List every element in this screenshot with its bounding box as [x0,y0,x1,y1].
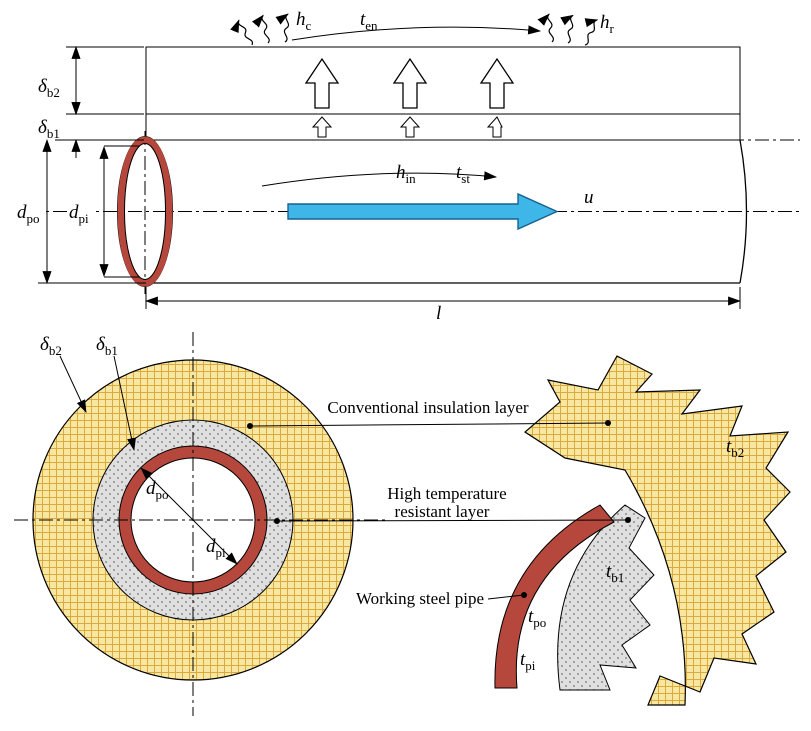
insulation-layer-side [145,46,741,115]
conventional-leader [249,422,609,427]
heat-arrow-icon [304,57,340,109]
radiation-wave-icon [537,13,554,43]
label-u: u [584,187,594,208]
leader-dot-icon [247,423,253,429]
high-temp-leader [276,519,629,522]
longitudinal-section: hc ten hr hin tst u [15,9,800,324]
label-t-en: ten [360,9,378,33]
resistant-layer-side [145,113,741,141]
legend-high-temp-line2: resistant layer [395,502,490,521]
label-delta-b2: δb2 [38,76,60,100]
label-d-pi: dpi [69,202,89,226]
label-t-pi: tpi [520,649,536,673]
radiation-wave-icon [251,14,270,44]
heat-arrow-small-icon [399,116,421,138]
diameter-arrow [140,467,238,565]
legend-high-temp-line1: High temperature [387,484,506,503]
internal-flow-arrow [261,171,498,187]
heat-arrow-small-icon [486,116,503,138]
dimensions-top [38,45,742,309]
velocity-arrow [287,192,559,231]
heat-flow-arrows [304,57,515,138]
radiation-wave-icon [230,19,254,46]
label-mask [67,202,96,221]
cross-section: dpo dpi δb2 δb1 [14,332,388,716]
radiation-wave-icon [584,18,599,46]
leader-dot-icon [605,420,611,426]
label-t-b1: tb1 [606,561,624,585]
label-d-pi-cross: dpi [206,536,226,560]
insulation-fragment [524,355,791,706]
delta-b2-leader [59,355,87,413]
radiation-wave-icon [275,13,290,43]
label-l: l [436,303,441,324]
label-delta-b1-cross: δb1 [96,334,118,358]
leader-dot-icon [625,517,631,523]
heat-arrow-icon [392,57,428,109]
label-delta-b1: δb1 [38,117,60,141]
label-t-st: tst [456,162,470,186]
label-delta-b2-cross: δb2 [40,334,62,358]
label-t-po: tpo [528,606,546,630]
label-h-c: hc [296,9,312,33]
heat-arrow-icon [479,57,515,109]
pipe-end-inner-outline [124,143,166,280]
label-h-r: hr [600,12,615,36]
radiation-wave-icon [560,14,574,44]
legend-working-pipe: Working steel pipe [356,589,484,608]
label-mask [15,202,44,221]
radiation-arrows [230,13,599,46]
leader-dot-icon [521,592,527,598]
working-pipe-leader [487,594,525,600]
label-t-b2: tb2 [726,436,744,460]
leader-dot-icon [274,518,280,524]
steel-pipe-fragment [494,504,615,689]
delta-b1-leader [113,355,136,452]
label-d-po-cross: dpo [146,478,169,502]
label-d-po: dpo [17,202,40,226]
convection-flow-arrow [291,25,542,41]
legend-conventional-insulation: Conventional insulation layer [327,398,528,417]
detail-view: tb2 tb1 tpo tpi [494,355,791,706]
label-h-in: hin [396,162,416,186]
legend-callouts: Conventional insulation layer High tempe… [247,398,631,608]
heat-arrow-small-icon [311,116,333,138]
